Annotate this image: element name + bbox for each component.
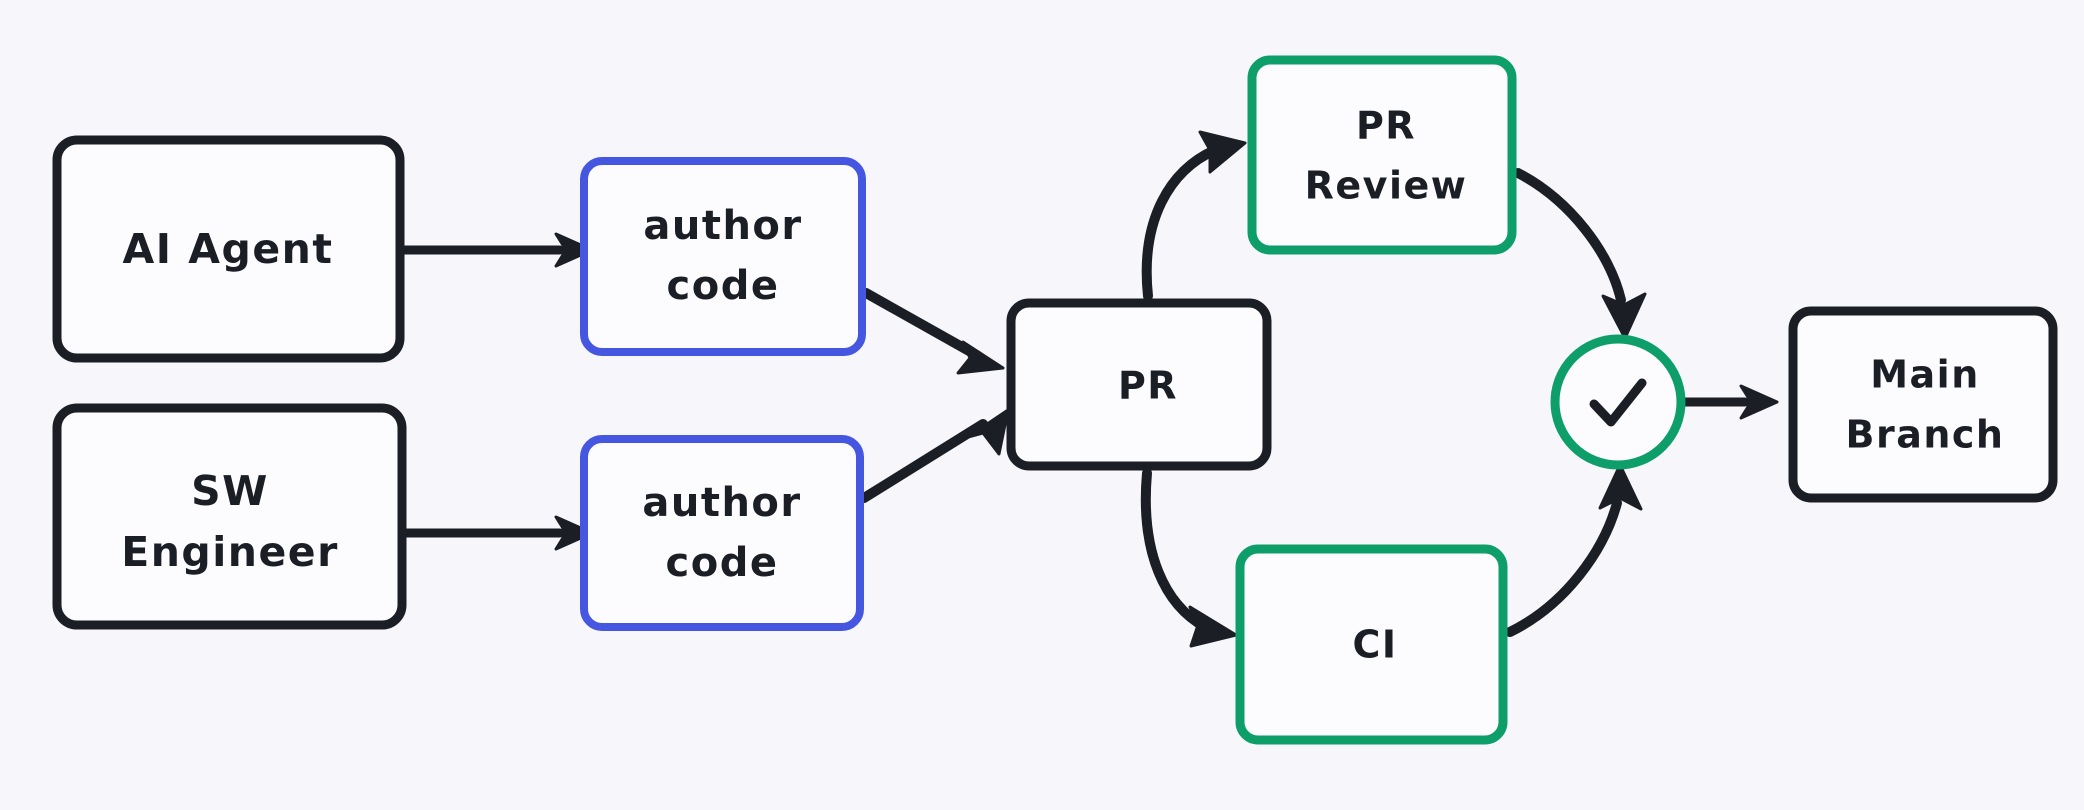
edge-author-code-engineer-to-pr	[859, 408, 1010, 503]
author-code-engineer-box[interactable]	[580, 435, 864, 631]
node-merge-check[interactable]	[1550, 334, 1686, 470]
node-author-code-agent[interactable]: author code	[580, 157, 866, 356]
sw-engineer-box[interactable]	[52, 403, 407, 630]
edge-check-to-main-branch	[1679, 384, 1779, 420]
author-code-agent-label-line-2: code	[667, 263, 780, 309]
edge-ci-to-check	[1505, 463, 1643, 637]
main-branch-label-line-1: Main	[1870, 353, 1980, 397]
sw-engineer-label-line-1: SW	[191, 467, 269, 515]
pr-box[interactable]	[1006, 298, 1272, 471]
edge-pr-review-to-check	[1513, 168, 1647, 340]
edge-author-code-agent-to-pr	[861, 288, 1005, 375]
node-main-branch[interactable]: Main Branch	[1788, 306, 2058, 503]
node-ci[interactable]: CI	[1235, 544, 1508, 745]
check-icon	[1589, 378, 1647, 427]
author-code-agent-box[interactable]	[580, 157, 866, 356]
edge-ai-agent-to-author-code	[399, 232, 594, 268]
merge-check-circle[interactable]	[1550, 334, 1686, 470]
ai-agent-box[interactable]	[52, 135, 405, 363]
pr-review-box[interactable]	[1247, 55, 1517, 255]
node-author-code-engineer[interactable]: author code	[580, 435, 864, 631]
ai-agent-label: AI Agent	[123, 225, 334, 273]
node-pr-review[interactable]: PR Review	[1247, 55, 1517, 255]
main-branch-box[interactable]	[1788, 306, 2058, 503]
node-sw-engineer[interactable]: SW Engineer	[52, 403, 407, 630]
pr-label: PR	[1118, 364, 1178, 408]
author-code-engineer-label-line-2: code	[666, 540, 779, 586]
author-code-engineer-label-line-1: author	[642, 480, 801, 526]
edge-sw-engineer-to-author-code	[401, 515, 594, 551]
node-pr[interactable]: PR	[1006, 298, 1272, 471]
edge-pr-to-ci	[1140, 468, 1238, 648]
sw-engineer-label-line-2: Engineer	[121, 528, 339, 576]
pr-review-label-line-1: PR	[1356, 104, 1416, 148]
ci-label: CI	[1352, 623, 1397, 667]
author-code-agent-label-line-1: author	[643, 203, 802, 249]
main-branch-label-line-2: Branch	[1846, 413, 2005, 457]
ci-box[interactable]	[1235, 544, 1508, 745]
edge-pr-to-pr-review	[1141, 130, 1247, 301]
pr-review-label-line-2: Review	[1305, 164, 1468, 208]
node-ai-agent[interactable]: AI Agent	[52, 135, 405, 363]
